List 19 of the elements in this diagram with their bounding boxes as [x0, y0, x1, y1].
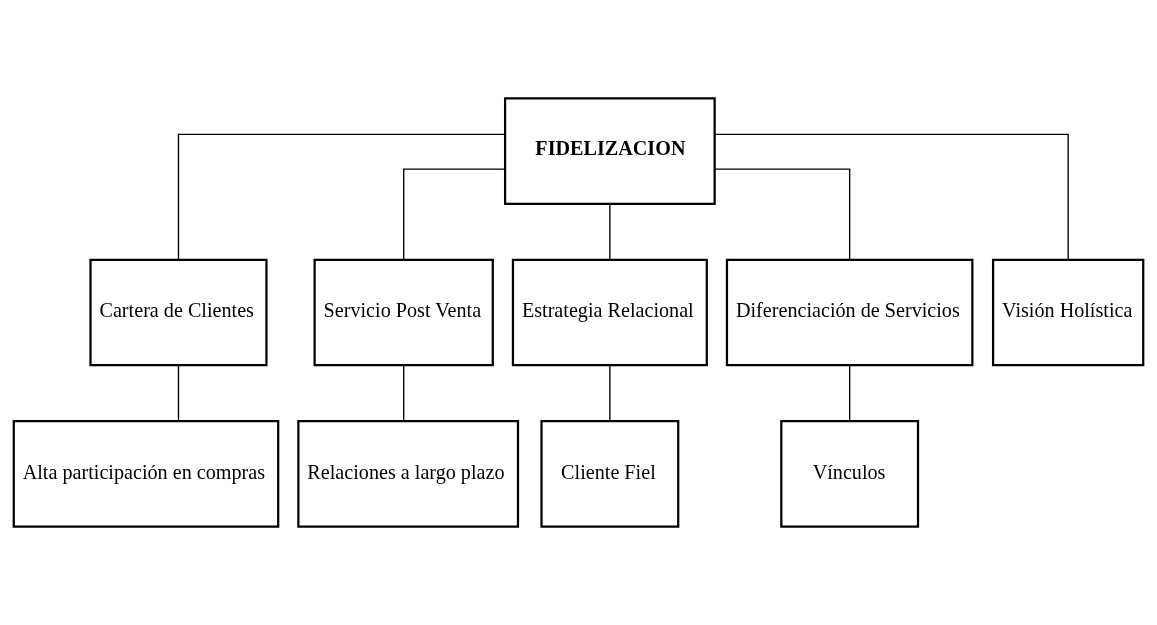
node-box: Diferenciación de Servicios: [725, 258, 974, 367]
connector: [609, 203, 611, 261]
node-box: Estrategia Relacional: [511, 258, 708, 367]
node-box: Alta participación en compras: [12, 420, 280, 528]
connector: [849, 364, 851, 422]
connector: [609, 364, 611, 422]
node-box: FIDELIZACION: [504, 97, 716, 205]
connector: [177, 133, 506, 261]
connector: [714, 133, 1069, 261]
node-box: Servicio Post Venta: [313, 258, 494, 367]
connector: [714, 168, 851, 261]
node-box: Cartera de Clientes: [89, 258, 268, 367]
connector: [403, 168, 506, 261]
connector: [403, 364, 405, 422]
node-box: Cliente Fiel: [540, 420, 680, 528]
node-box: Visión Holística: [991, 258, 1145, 367]
connector: [177, 364, 180, 422]
node-box: Relaciones a largo plazo: [297, 420, 520, 528]
node-box: Vínculos: [780, 420, 920, 528]
